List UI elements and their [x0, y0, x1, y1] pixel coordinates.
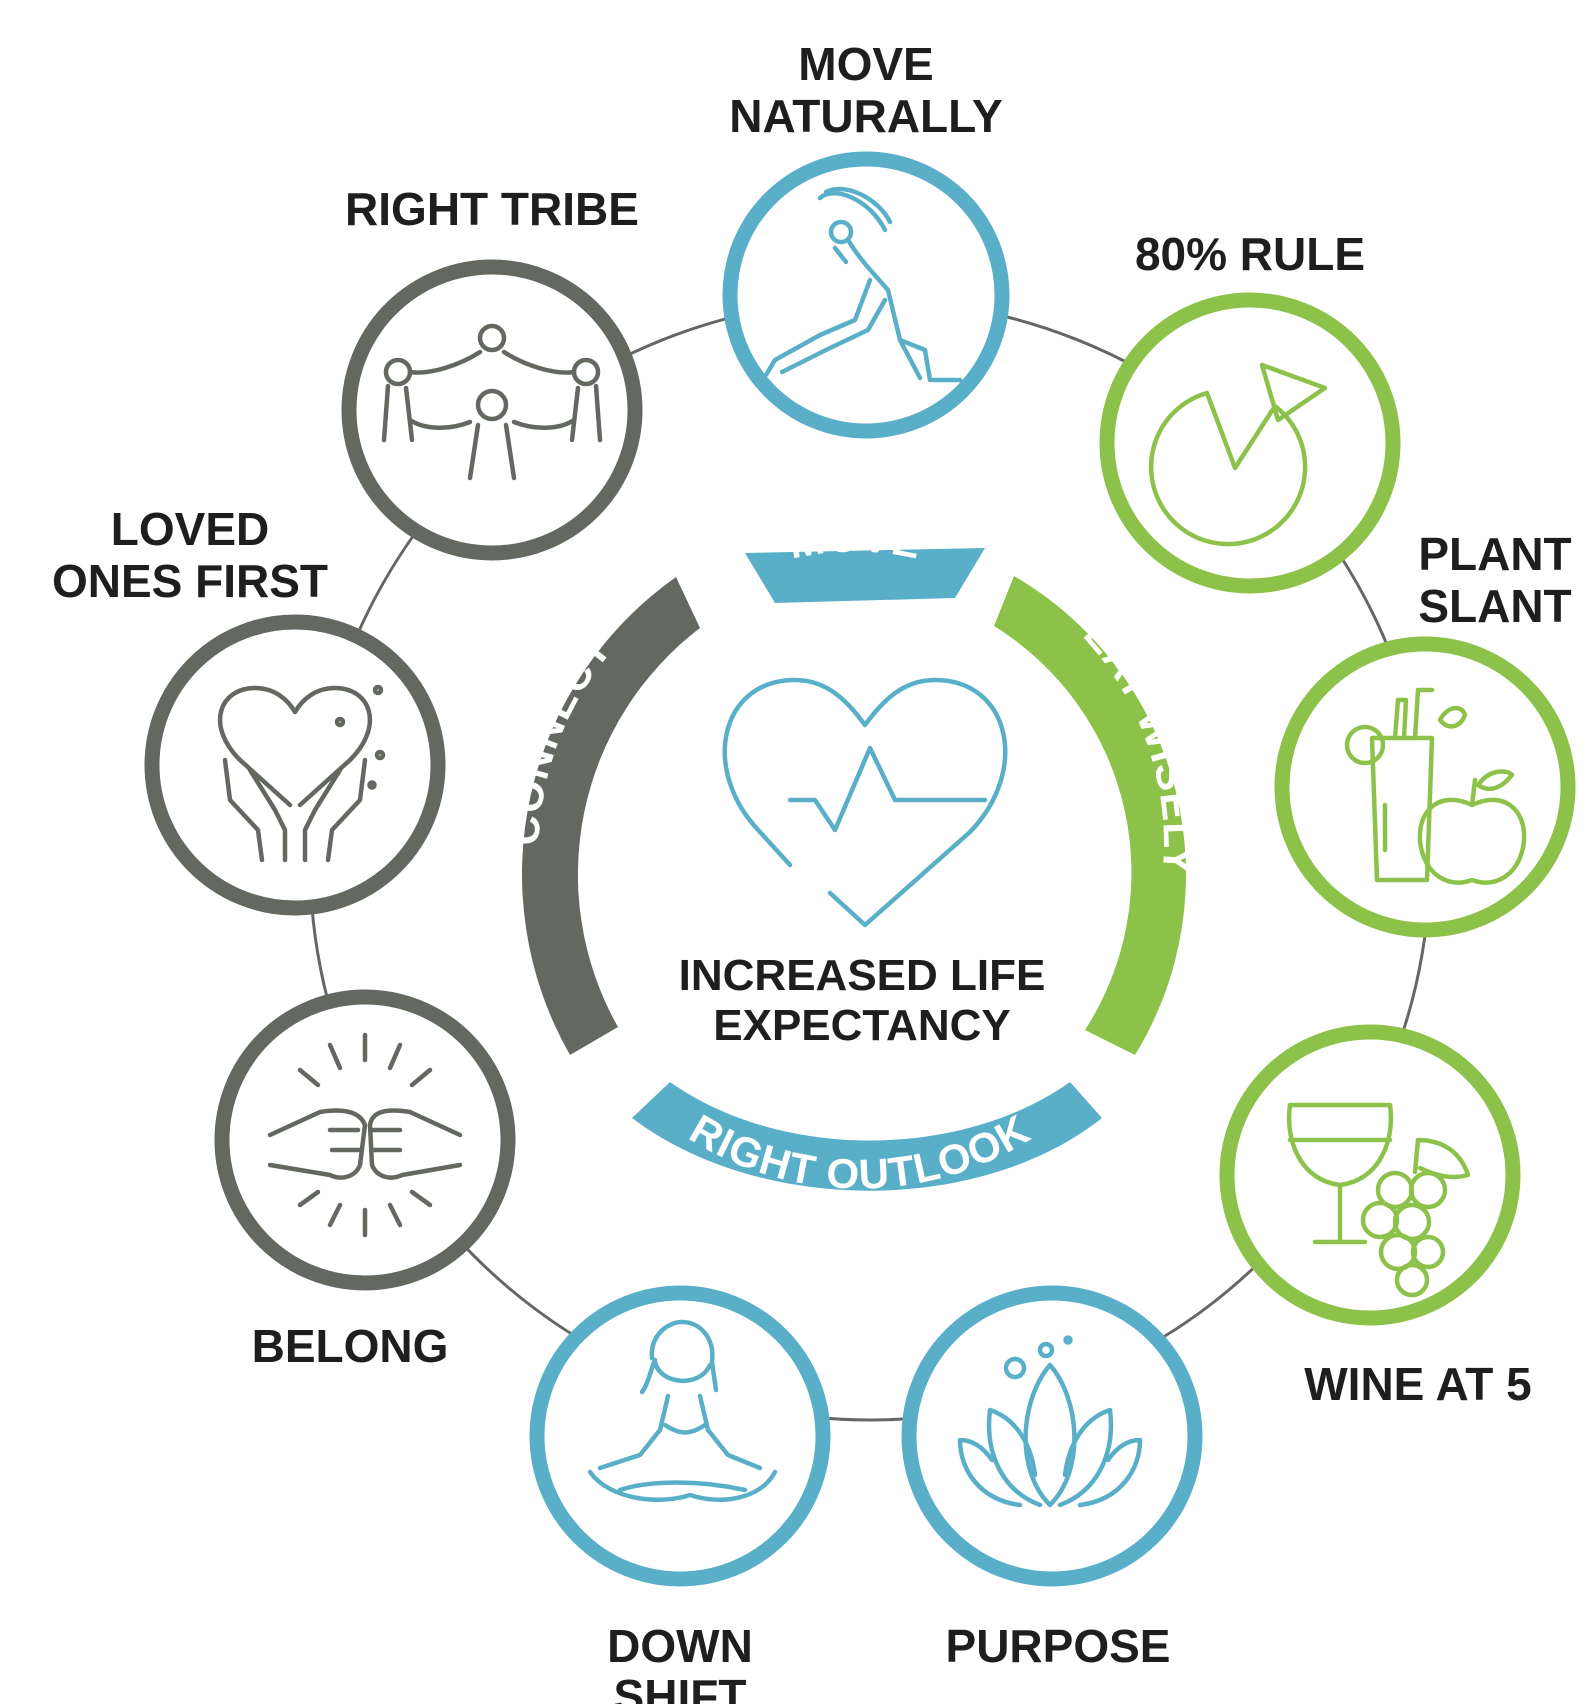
loved-ones-first-label-line1: LOVED: [111, 503, 269, 555]
plant-slant-label-line2: SLANT: [1418, 580, 1571, 632]
heart-hands-icon: [217, 684, 386, 863]
purpose-label: PURPOSE: [946, 1620, 1171, 1672]
80-rule-label: 80% RULE: [1135, 228, 1365, 280]
plant-slant-label-line1: PLANT: [1418, 528, 1571, 580]
fist-bump-icon: [267, 1032, 463, 1238]
right-tribe-circle: [341, 259, 643, 561]
node-belong: BELONG: [214, 989, 516, 1372]
eat-wisely-band: [994, 576, 1186, 1055]
purpose-circle: [901, 1285, 1203, 1587]
node-80-rule: 80% RULE: [1099, 228, 1401, 594]
node-loved-ones-first: LOVED ONES FIRST: [52, 503, 446, 916]
down-shift-label-line2: SHIFT: [614, 1670, 747, 1704]
group-circle-icon: [381, 323, 603, 481]
node-right-tribe: RIGHT TRIBE: [341, 183, 643, 561]
inner-bands: [521, 548, 1186, 1191]
wine-at-5-label: WINE AT 5: [1304, 1358, 1531, 1410]
move-naturally-label-line2: NATURALLY: [729, 90, 1002, 142]
down-shift-label-line1: DOWN: [607, 1620, 753, 1672]
center-title-line2: EXPECTANCY: [713, 1001, 1010, 1050]
right-outlook-band: [632, 1082, 1102, 1191]
loved-ones-first-label-line2: ONES FIRST: [52, 555, 328, 607]
node-move-naturally: MOVE NATURALLY: [722, 38, 1010, 439]
juice-apple-icon: [1344, 687, 1527, 885]
center-title-line1: INCREASED LIFE: [679, 951, 1046, 1000]
loved-ones-first-circle: [144, 614, 446, 916]
connect-band: [521, 577, 700, 1055]
yoga-pose-icon: [763, 186, 963, 383]
lotus-icon: [957, 1335, 1143, 1508]
node-down-shift: DOWN SHIFT: [529, 1285, 831, 1704]
wine-grapes-icon: [1286, 1102, 1471, 1298]
move-band-label: MOVE: [785, 513, 925, 567]
heartbeat-icon: [722, 677, 1008, 928]
move-band: [745, 548, 985, 603]
node-purpose: PURPOSE: [901, 1285, 1203, 1672]
meditation-icon: [587, 1319, 778, 1502]
move-naturally-label-line1: MOVE: [798, 38, 933, 90]
right-tribe-label: RIGHT TRIBE: [345, 183, 639, 235]
pie-slice-icon: [1148, 362, 1328, 547]
belong-label: BELONG: [252, 1320, 449, 1372]
down-shift-circle: [529, 1285, 831, 1587]
node-wine-at-5: WINE AT 5: [1219, 1024, 1532, 1410]
node-plant-slant: PLANT SLANT: [1274, 528, 1576, 938]
plant-slant-circle: [1274, 636, 1576, 938]
